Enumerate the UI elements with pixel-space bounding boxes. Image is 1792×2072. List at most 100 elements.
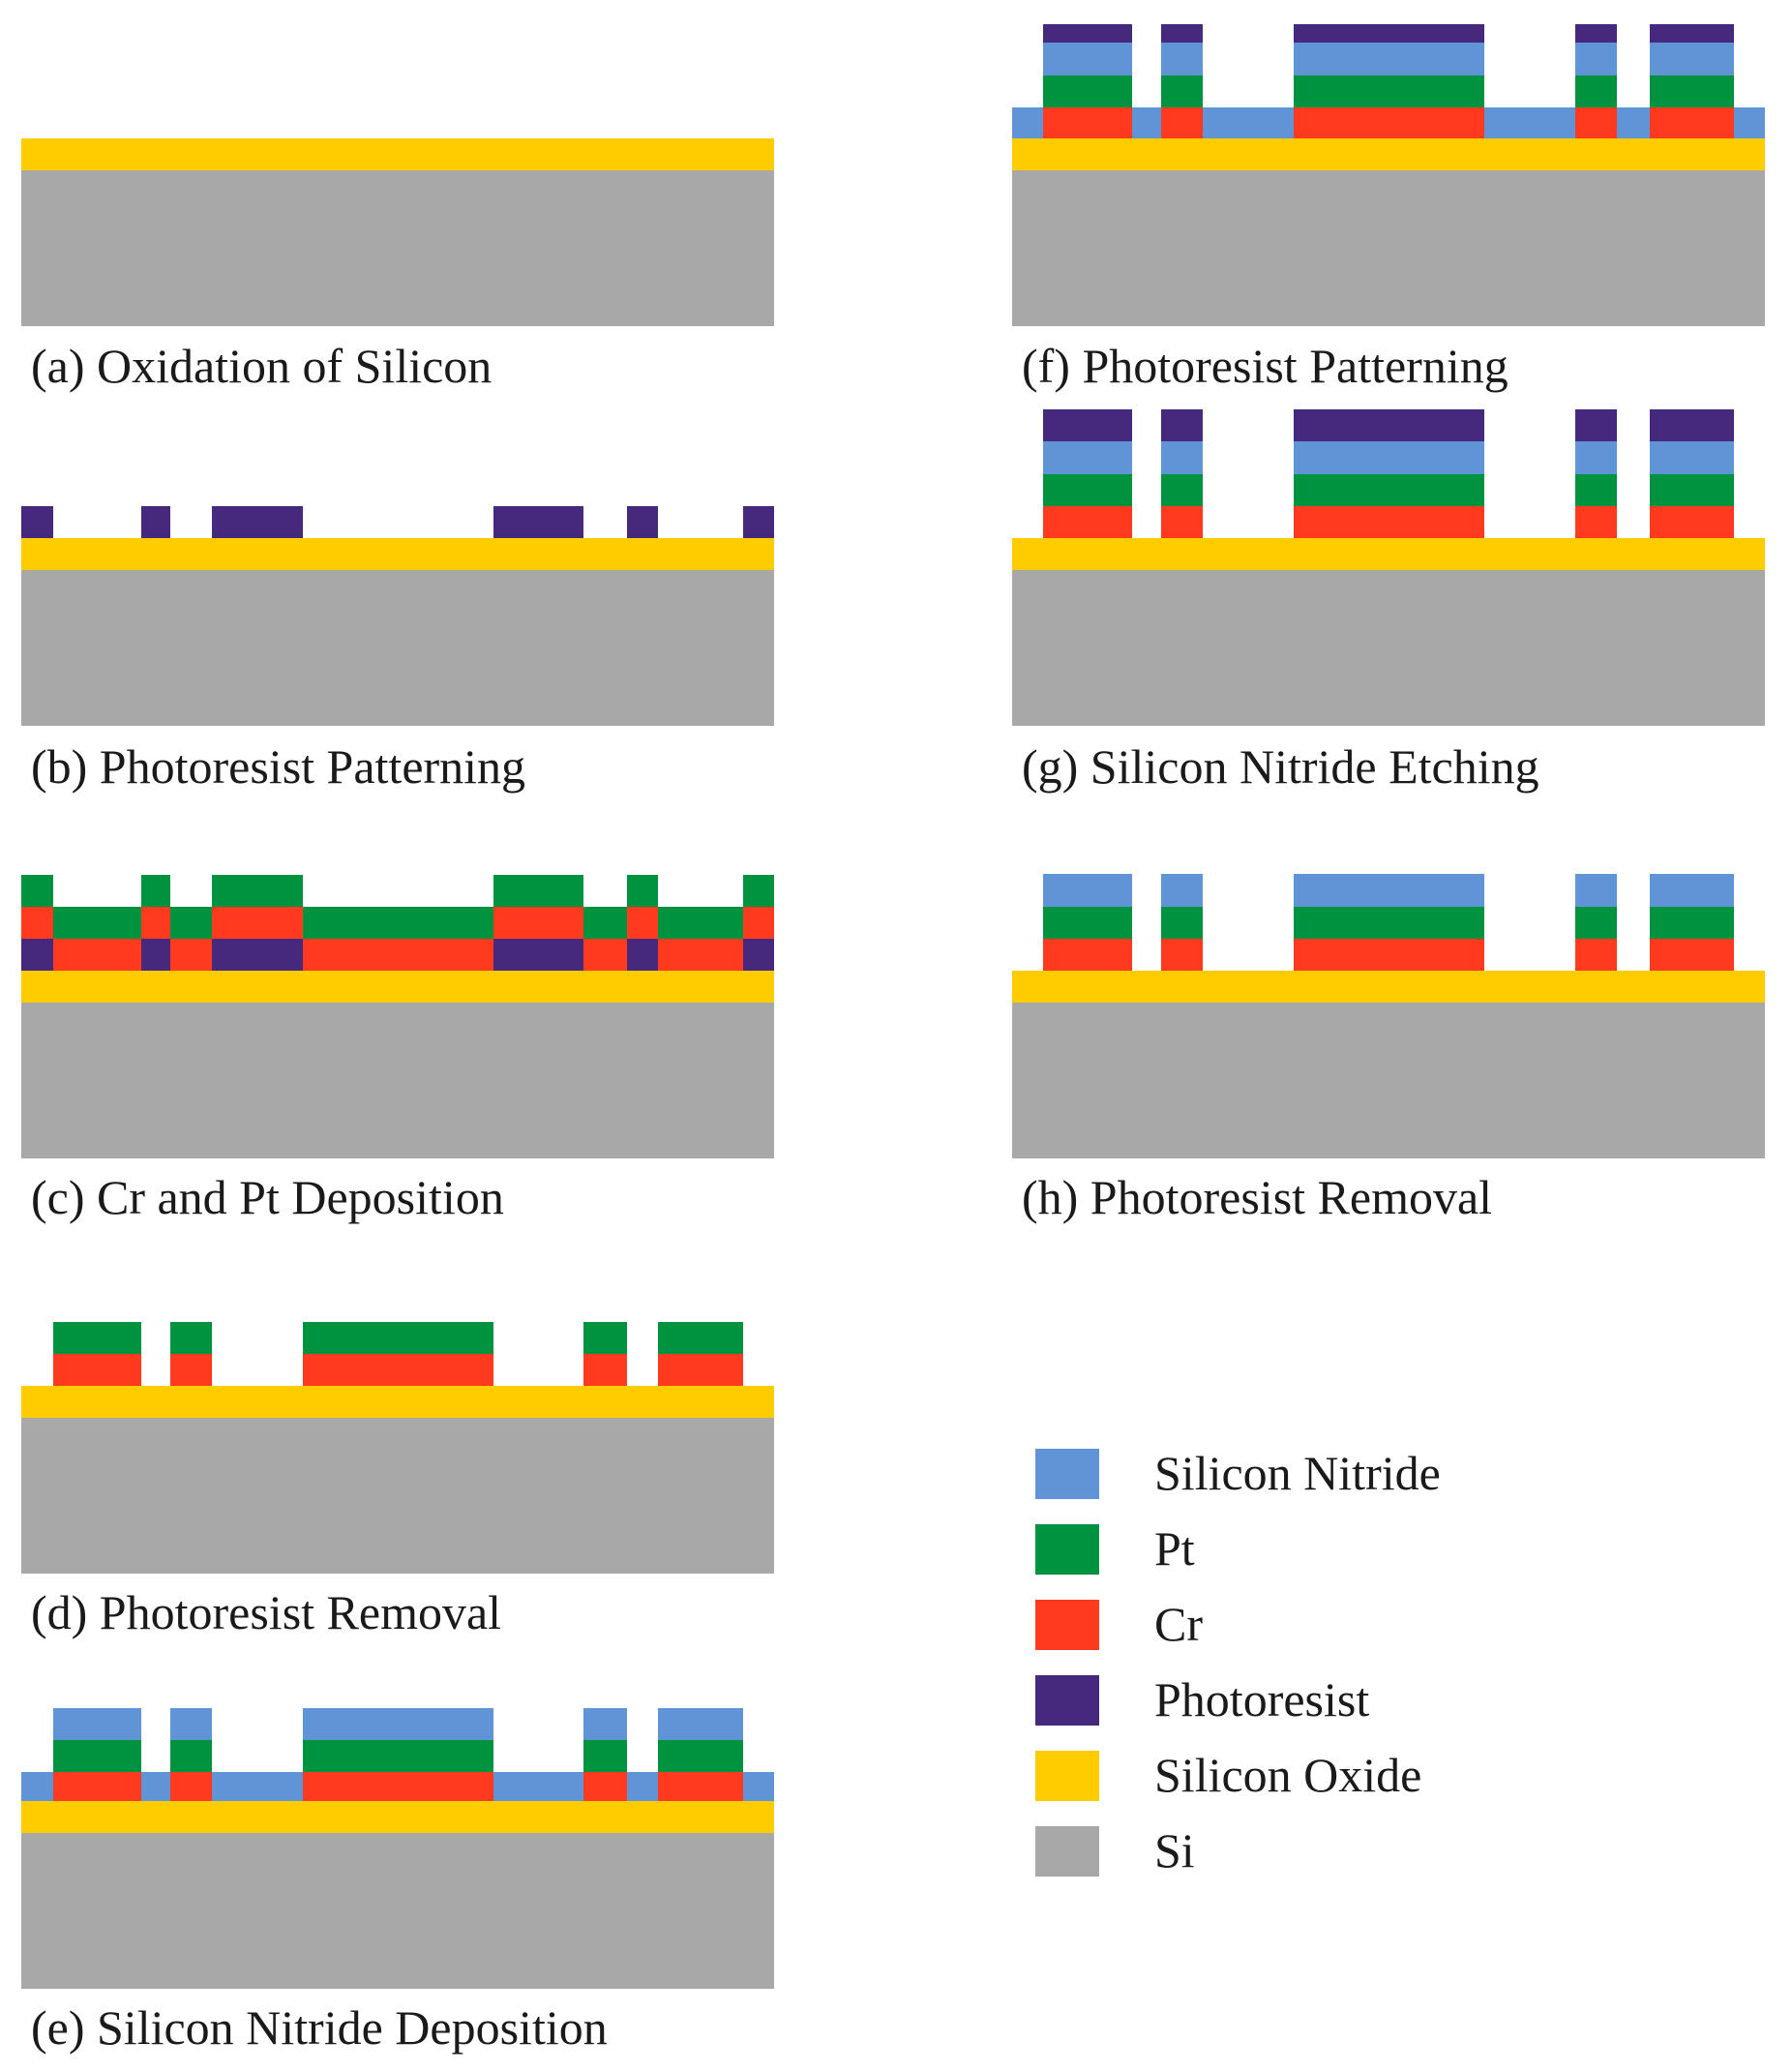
pt-electrode [1043,75,1132,107]
photoresist-block [1575,409,1617,441]
pt-electrode [1650,75,1734,107]
cr-electrode [53,939,141,971]
cr-electrode [1161,506,1203,538]
cr-on-photoresist [743,907,774,939]
silicon-nitride-cap [1294,441,1484,474]
pt-electrode [1294,474,1484,506]
legend-swatch-silicon-oxide [1035,1751,1099,1801]
cr-electrode [658,1772,743,1801]
photoresist-block [1043,24,1132,43]
photoresist-block [1575,24,1617,43]
cr-electrode [53,1354,141,1386]
legend-label-cr: Cr [1154,1597,1203,1651]
photoresist-block [1161,24,1203,43]
panel-f-cross-section [1012,24,1765,326]
silicon-nitride-fill [743,1772,774,1801]
panel-c-caption: (c) Cr and Pt Deposition [31,1170,504,1224]
pt-electrode [658,907,743,939]
cr-electrode [1650,939,1734,971]
pt-electrode [1161,474,1203,506]
pt-electrode [583,1740,627,1772]
cr-on-photoresist [141,907,170,939]
pt-on-photoresist [21,875,53,907]
cr-electrode [53,1772,141,1801]
cr-electrode [1294,107,1484,138]
silicon-oxide-layer [1012,971,1765,1003]
cr-electrode [170,1354,212,1386]
pt-on-photoresist [212,875,303,907]
silicon-oxide-layer [21,971,774,1003]
silicon-oxide-layer [21,138,774,170]
photoresist-block [141,506,170,538]
pt-on-photoresist [141,875,170,907]
photoresist-block [493,506,583,538]
pt-electrode [53,1322,141,1354]
cr-electrode [303,1354,493,1386]
photoresist-block [1043,409,1132,441]
silicon-substrate [21,170,774,326]
silicon-oxide-layer [21,1801,774,1833]
panel-c-cross-section [21,875,774,1158]
photoresist-block [212,939,303,971]
pt-electrode [1161,907,1203,939]
legend-swatch-silicon-nitride [1035,1449,1099,1499]
cr-electrode [583,939,627,971]
panel-g-cross-section [1012,409,1765,726]
cr-electrode [583,1354,627,1386]
silicon-nitride-fill [1203,107,1294,138]
legend-swatch-photoresist [1035,1675,1099,1726]
pt-electrode [170,1322,212,1354]
cr-electrode [1294,506,1484,538]
pt-on-photoresist [627,875,658,907]
pt-electrode [1575,907,1617,939]
silicon-nitride-fill [1617,107,1650,138]
photoresist-block [141,939,170,971]
cr-electrode [1575,939,1617,971]
photoresist-block [743,506,774,538]
silicon-nitride-cap [1161,43,1203,75]
silicon-nitride-fill [1012,107,1043,138]
cr-electrode [1043,506,1132,538]
pt-electrode [658,1322,743,1354]
silicon-nitride-cap [1043,874,1132,907]
panel-d-caption: (d) Photoresist Removal [31,1585,502,1639]
silicon-nitride-cap [1650,874,1734,907]
silicon-nitride-fill [212,1772,303,1801]
pt-electrode [1294,75,1484,107]
legend-label-pt: Pt [1154,1521,1195,1576]
silicon-nitride-fill [21,1772,53,1801]
pt-electrode [303,1740,493,1772]
cr-electrode [303,939,493,971]
pt-electrode [658,1740,743,1772]
pt-electrode [170,1740,212,1772]
cr-electrode [1043,107,1132,138]
legend-swatch-pt [1035,1524,1099,1575]
panel-g-caption: (g) Silicon Nitride Etching [1022,739,1539,794]
silicon-substrate [21,1003,774,1158]
pt-electrode [1294,907,1484,939]
photoresist-block [212,506,303,538]
legend-label-silicon-nitride: Silicon Nitride [1154,1446,1441,1500]
pt-on-photoresist [743,875,774,907]
silicon-nitride-cap [1575,874,1617,907]
pt-electrode [303,907,493,939]
pt-electrode [170,907,212,939]
silicon-nitride-cap [1043,441,1132,474]
panel-f-caption: (f) Photoresist Patterning [1022,339,1508,393]
silicon-substrate [21,1833,774,1989]
panel-e-cross-section [21,1708,774,1989]
cr-electrode [1650,107,1734,138]
silicon-nitride-cap [170,1708,212,1740]
silicon-oxide-layer [21,538,774,570]
photoresist-block [1294,24,1484,43]
cr-electrode [1161,107,1203,138]
legend-swatch-si [1035,1826,1099,1877]
pt-electrode [1161,75,1203,107]
cr-electrode [1575,506,1617,538]
photoresist-block [1650,409,1734,441]
silicon-nitride-cap [303,1708,493,1740]
cr-electrode [170,1772,212,1801]
panel-h-cross-section [1012,874,1765,1158]
